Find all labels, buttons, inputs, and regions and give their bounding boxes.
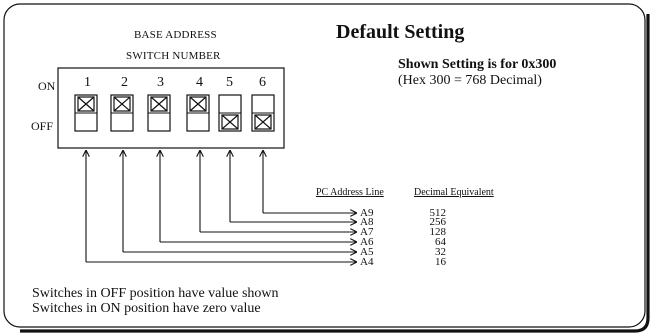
note-line-2: (Hex 300 = 768 Decimal) (398, 73, 542, 88)
address-line-a4: A4 (360, 256, 374, 268)
switch-group (74, 94, 275, 132)
switch-number-1: 1 (84, 75, 91, 90)
column-header-address-line: PC Address Line (316, 187, 384, 198)
decimal-value-a4: 16 (435, 256, 446, 268)
switch-number-3: 3 (157, 75, 164, 90)
switch-5-lever (221, 114, 239, 130)
switch-number-label: SWITCH NUMBER (126, 50, 221, 62)
frame-shadow (20, 14, 650, 333)
dip-switch-5 (218, 94, 242, 132)
switch-4-lever (189, 96, 207, 112)
decimal-value-a9: 512 (429, 207, 447, 219)
column-header-decimal: Decimal Equivalent (414, 187, 494, 198)
decimal-value-a5: 32 (435, 246, 446, 258)
address-line-a7: A7 (360, 226, 374, 238)
footer-line-1: Switches in OFF position have value show… (32, 286, 279, 301)
decimal-value-a7: 128 (429, 226, 447, 238)
switch-number-2: 2 (121, 75, 128, 90)
switch-number-6: 6 (259, 75, 266, 90)
dip-switch-3 (147, 94, 171, 132)
switch-6-lever (254, 114, 272, 130)
switch-3-lever (150, 96, 168, 112)
address-line-a5: A5 (360, 246, 374, 258)
footer-line-2: Switches in ON position have zero value (32, 301, 261, 316)
address-line-a9: A9 (360, 207, 374, 219)
off-label: OFF (31, 119, 54, 133)
page-title: Default Setting (336, 21, 465, 43)
base-address-label: BASE ADDRESS (134, 29, 217, 41)
dip-switch-1 (74, 94, 98, 132)
on-label: ON (38, 79, 56, 93)
decimal-value-a8: 256 (429, 216, 447, 228)
decimal-value-a6: 64 (435, 236, 446, 248)
dip-switch-2 (110, 94, 134, 132)
switch-number-5: 5 (226, 75, 233, 90)
note-line-1: Shown Setting is for 0x300 (398, 57, 557, 72)
outer-frame (3, 3, 646, 328)
switch-2-lever (113, 96, 131, 112)
switch-number-4: 4 (196, 75, 203, 90)
dip-switch-4 (186, 94, 210, 132)
routing-lines (86, 151, 356, 262)
address-line-a8: A8 (360, 216, 374, 228)
address-line-a6: A6 (360, 236, 374, 248)
switch-1-lever (77, 96, 95, 112)
dip-switch-6 (251, 94, 275, 132)
